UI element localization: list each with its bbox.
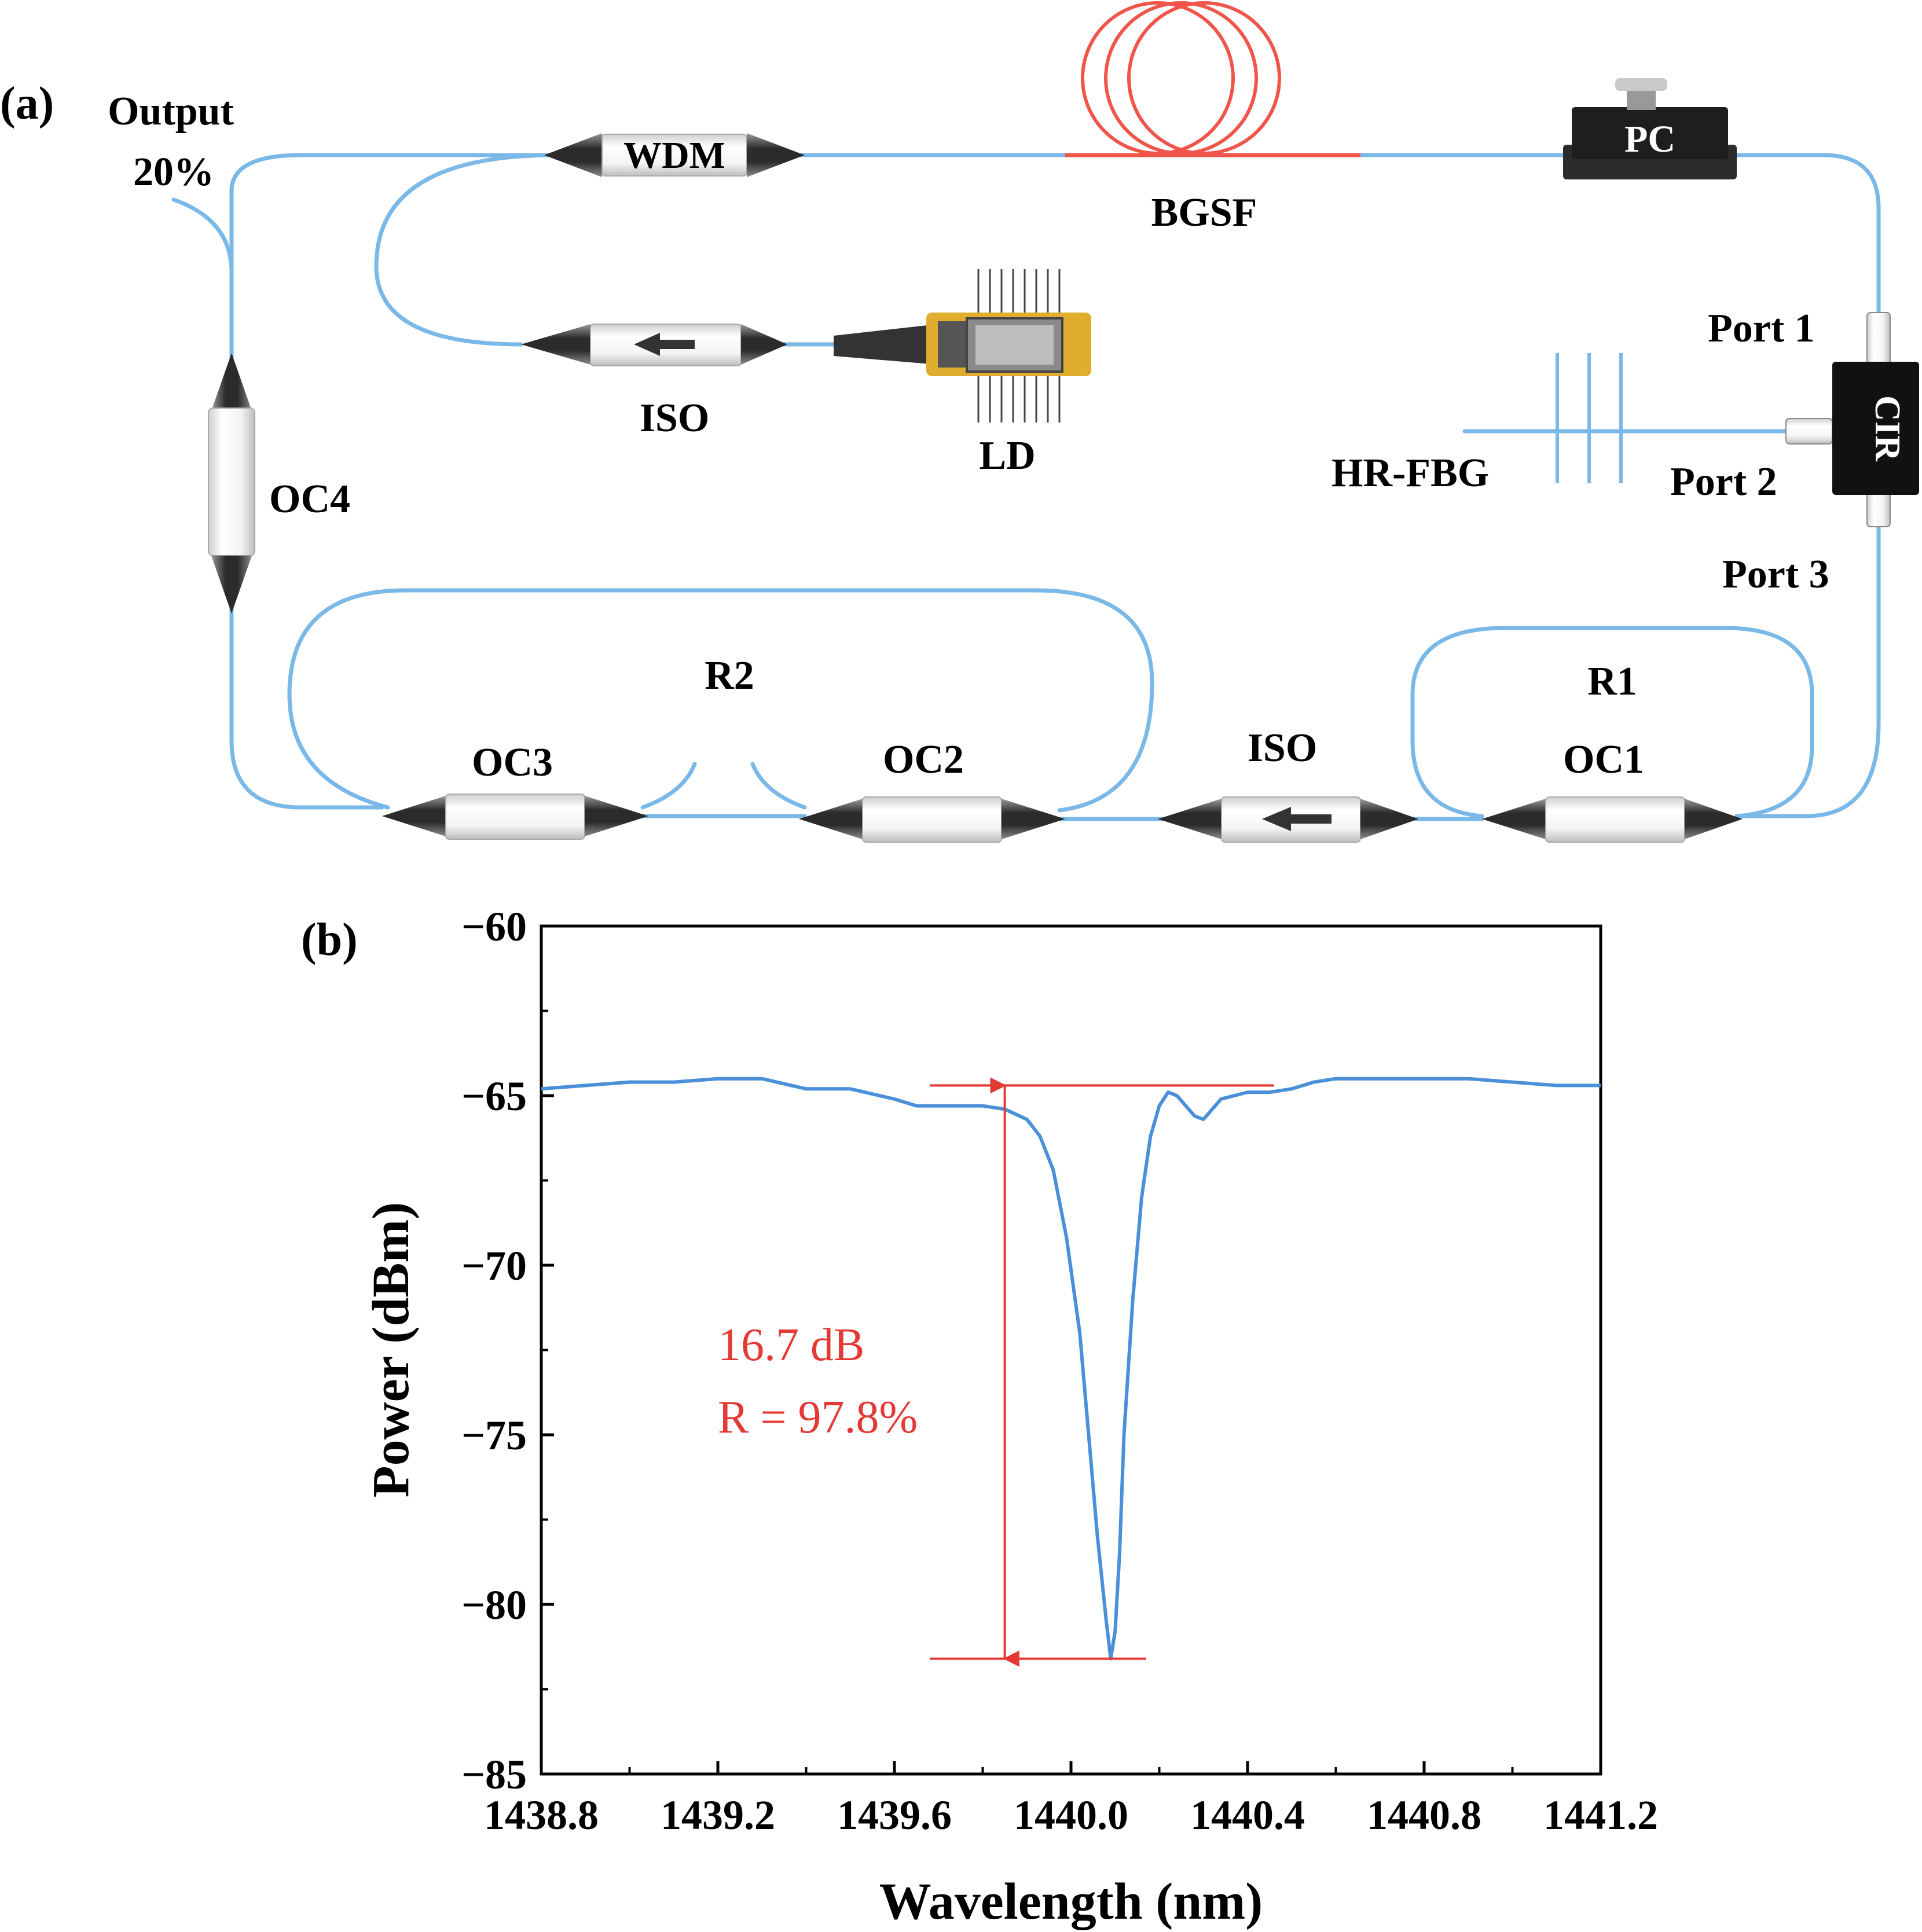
wdm-label: WDM <box>623 134 725 177</box>
oc4-label: OC4 <box>269 477 350 521</box>
port1-label: Port 1 <box>1708 306 1815 351</box>
x-axis-title: Wavelength (nm) <box>879 1873 1263 1930</box>
oc3-label: OC3 <box>472 740 553 785</box>
hr-fbg-label: HR-FBG <box>1332 451 1489 495</box>
circulator: CIR <box>1785 312 1919 527</box>
oc2-label: OC2 <box>883 737 964 782</box>
reflectivity-annotation: R = 97.8% <box>718 1392 918 1443</box>
wdm-coupler: WDM <box>544 133 805 177</box>
hr-fbg-grating <box>1556 353 1623 483</box>
polarization-controller: PC <box>1563 78 1737 179</box>
panel-a-diagram: WDM PC <box>0 1 1919 843</box>
arrow-left-icon <box>1262 807 1291 831</box>
isolator-bottom <box>1158 796 1418 843</box>
oc1-label: OC1 <box>1563 737 1644 782</box>
x-tick-label: 1439.2 <box>661 1792 775 1838</box>
y-tick-label: −75 <box>461 1412 527 1459</box>
ld-label: LD <box>979 434 1035 478</box>
output-ratio-label: 20% <box>133 150 214 194</box>
y-tick-label: −85 <box>461 1751 527 1798</box>
y-axis-title: Power (dBm) <box>362 1202 420 1498</box>
iso-bottom-label: ISO <box>1248 726 1318 770</box>
laser-diode <box>834 269 1091 423</box>
output-label: Output <box>108 89 234 134</box>
panel-b-chart: (b) 1438.8 1439.2 1439.6 1440.0 1440.4 1440.8… <box>301 903 1658 1930</box>
y-tick-label: −60 <box>461 903 527 950</box>
iso-top-label: ISO <box>640 396 710 440</box>
depth-annotation: 16.7 dB <box>718 1320 864 1371</box>
port2-label: Port 2 <box>1670 460 1777 504</box>
x-tick-label: 1440.0 <box>1014 1792 1128 1838</box>
axis-ticks <box>540 924 1602 1776</box>
coupler-oc4 <box>208 353 255 614</box>
x-tick-label: 1439.6 <box>837 1792 952 1838</box>
x-tick-label: 1438.8 <box>484 1792 599 1838</box>
tick-labels: 1438.8 1439.2 1439.6 1440.0 1440.4 1440.8 1441… <box>461 903 1658 1838</box>
isolator-top <box>521 324 787 366</box>
y-tick-label: −80 <box>461 1582 527 1628</box>
y-tick-label: −65 <box>461 1073 527 1119</box>
pc-label: PC <box>1624 118 1675 160</box>
panel-b-label: (b) <box>301 914 358 965</box>
panel-a-label: (a) <box>0 78 54 129</box>
spectrum-line <box>541 1077 1601 1661</box>
plot-frame <box>540 924 1602 1776</box>
x-tick-label: 1440.8 <box>1367 1792 1481 1838</box>
fiber-paths <box>171 153 1881 821</box>
cir-label: CIR <box>1868 395 1907 462</box>
coupler-oc2 <box>799 796 1065 843</box>
x-tick-label: 1441.2 <box>1543 1792 1658 1838</box>
coupler-oc1 <box>1482 796 1743 843</box>
port3-label: Port 3 <box>1722 552 1829 597</box>
x-tick-label: 1440.4 <box>1190 1792 1305 1838</box>
bgsf-label: BGSF <box>1151 190 1257 235</box>
bgsf-coil <box>1065 1 1360 157</box>
arrow-left-icon <box>634 333 660 356</box>
y-tick-label: −70 <box>461 1243 527 1289</box>
coupler-oc3 <box>382 794 648 840</box>
r2-label: R2 <box>705 653 754 698</box>
r1-label: R1 <box>1587 659 1637 704</box>
